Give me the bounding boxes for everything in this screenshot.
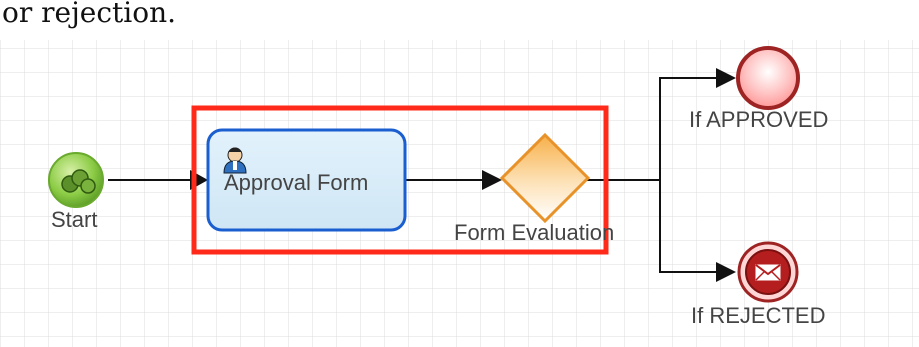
start-event[interactable]: Start — [48, 152, 104, 232]
rejected-label: If REJECTED — [691, 303, 825, 328]
end-event-rejected[interactable]: If REJECTED — [691, 241, 825, 328]
task-label: Approval Form — [224, 170, 368, 195]
start-label: Start — [51, 207, 97, 232]
sequence-flow-gateway-to-approved — [586, 68, 736, 181]
sequence-flow-gateway-to-rejected — [659, 180, 736, 282]
exclusive-gateway-form-evaluation[interactable]: Form Evaluation — [454, 132, 614, 245]
end-event-icon — [736, 46, 800, 110]
user-task-icon — [223, 147, 247, 174]
exclusive-gateway-diamond-icon — [499, 132, 591, 224]
highlight-selection-box — [191, 105, 609, 255]
caption-fragment: or rejection. — [2, 0, 176, 29]
end-event-approved[interactable]: If APPROVED — [689, 46, 828, 132]
end-event-message-envelope-icon — [755, 264, 781, 281]
approved-label: If APPROVED — [689, 107, 828, 132]
sequence-flow-task-to-gateway — [405, 170, 502, 190]
user-task-approval-form[interactable]: Approval Form — [206, 128, 407, 232]
gateway-label: Form Evaluation — [454, 220, 614, 245]
